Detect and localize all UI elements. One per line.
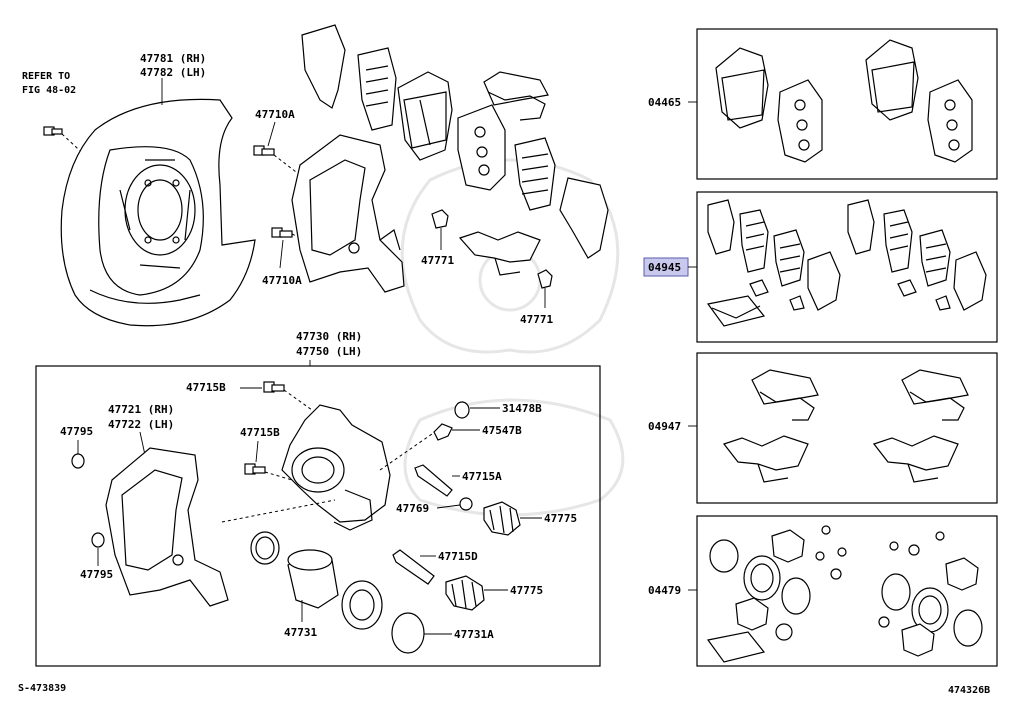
caliper-assembly-frame	[35, 365, 601, 667]
refer-to-note: REFER TO FIG 48-02	[22, 71, 76, 96]
label-47769: 47769	[396, 502, 429, 515]
bushing-47795-a	[71, 453, 85, 469]
bleeder-plug	[433, 423, 453, 441]
kit-frame-04465	[696, 28, 998, 180]
label-04479: 04479	[648, 584, 681, 597]
kit-frame-04947	[696, 352, 998, 504]
label-04465: 04465	[648, 96, 681, 109]
label-47782: 47782 (LH)	[140, 66, 206, 79]
piston-seal-ring	[250, 531, 280, 565]
clip-47771-b	[537, 269, 553, 289]
pad-support-clip-upper	[483, 71, 549, 121]
label-47715a: 47715A	[462, 470, 502, 483]
label-47771-a: 47771	[421, 254, 454, 267]
boot-47775-a	[483, 501, 521, 536]
slide-pin-47715d	[392, 549, 435, 585]
label-47715b-mid: 47715B	[240, 426, 280, 439]
label-47722: 47722 (LH)	[108, 418, 174, 431]
caliper-bracket-upper	[291, 134, 405, 293]
label-47775-a: 47775	[544, 512, 577, 525]
label-04947: 04947	[648, 420, 681, 433]
svg-text:FIG 48-02: FIG 48-02	[22, 85, 76, 96]
label-47795-a: 47795	[60, 425, 93, 438]
brake-pad-backing-a	[457, 104, 506, 191]
support-plate-kit-04947	[723, 369, 969, 483]
svg-text:REFER TO: REFER TO	[22, 71, 70, 82]
label-47721: 47721 (RH)	[108, 403, 174, 416]
caliper-bracket-lower	[105, 447, 229, 607]
bolt-icon-refer	[43, 126, 63, 136]
caliper-body	[281, 404, 391, 531]
bleeder-cap	[454, 401, 470, 419]
footer-left-code: S-473839	[18, 683, 66, 694]
clip-47771-a	[431, 209, 449, 229]
label-47781: 47781 (RH)	[140, 52, 206, 65]
slide-pin-47715a	[414, 464, 453, 497]
ring-47769	[459, 497, 473, 511]
anti-squeal-shim-b	[357, 47, 397, 131]
shim-kit-04945	[706, 199, 987, 327]
bolt-icon-47710a-top	[253, 145, 275, 156]
boot-ring-47731a	[391, 612, 425, 654]
seal-kit-04479	[706, 525, 983, 663]
boot-47775-b	[445, 575, 485, 611]
dust-cover-shield	[60, 98, 256, 327]
cylinder-boot	[341, 580, 383, 630]
label-47710a-top: 47710A	[255, 108, 295, 121]
pad-set-04465	[715, 39, 973, 163]
brake-pad-upper	[397, 71, 453, 161]
footer-right-code: 474326B	[948, 685, 990, 696]
label-04945[interactable]: 04945	[648, 261, 681, 274]
label-31478b: 31478B	[502, 402, 542, 415]
anti-squeal-shim-c	[514, 137, 556, 211]
bolt-icon-47715b-top	[263, 381, 285, 393]
anti-squeal-shim-d	[559, 177, 609, 259]
label-47715d: 47715D	[438, 550, 478, 563]
label-47547b: 47547B	[482, 424, 522, 437]
label-47715b-top: 47715B	[186, 381, 226, 394]
bolt-icon-47710a-bottom	[271, 227, 293, 238]
label-47750: 47750 (LH)	[296, 345, 362, 358]
anti-squeal-shim-a	[301, 24, 346, 109]
label-47731: 47731	[284, 626, 317, 639]
label-47775-b: 47775	[510, 584, 543, 597]
piston	[287, 549, 339, 609]
label-47730: 47730 (RH)	[296, 330, 362, 343]
label-47731a: 47731A	[454, 628, 494, 641]
kit-frame-04945	[696, 191, 998, 343]
label-47710a-bottom: 47710A	[262, 274, 302, 287]
bolt-icon-47715b-mid	[244, 463, 266, 475]
kit-frame-04479	[696, 515, 998, 667]
pad-support-clip-lower	[458, 231, 541, 276]
bushing-47795-b	[91, 532, 105, 548]
label-47771-b: 47771	[520, 313, 553, 326]
label-47795-b: 47795	[80, 568, 113, 581]
